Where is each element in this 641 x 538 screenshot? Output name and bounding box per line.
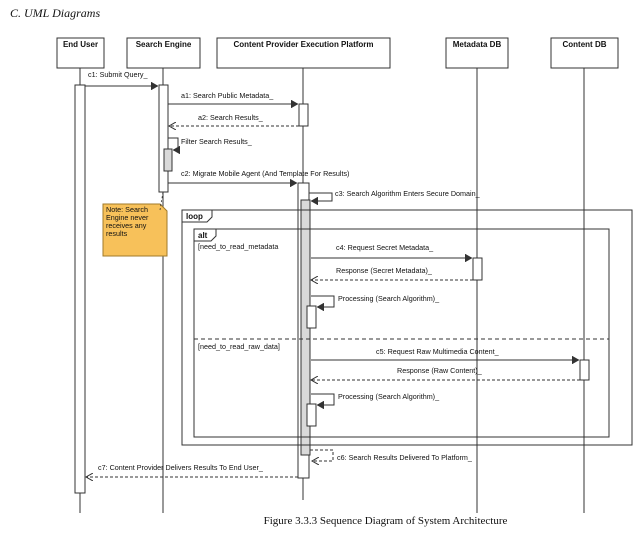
msg-c2-label: c2: Migrate Mobile Agent (And Template F… — [181, 169, 349, 178]
msg-c3-label: c3: Search Algorithm Enters Secure Domai… — [335, 189, 481, 198]
lifeline-label-end-user: End User — [63, 40, 98, 49]
msg-c7-label: c7: Content Provider Delivers Results To… — [98, 463, 264, 472]
alt-frame — [193, 228, 610, 438]
lifeline-box-metadata-db — [445, 37, 509, 69]
lifeline-label-search-engine: Search Engine — [136, 40, 192, 49]
msg-filter-arrow — [168, 137, 178, 150]
activation-metadata-db — [472, 257, 483, 281]
msg-proc1-arrow — [311, 295, 335, 307]
msg-c5-label: c5: Request Raw Multimedia Content_ — [376, 347, 500, 356]
msg-resp-raw-label: Response (Raw Content)_ — [397, 366, 483, 375]
alt-guard-metadata: [need_to_read_metadata — [198, 242, 278, 251]
lifeline-box-platform — [216, 37, 391, 69]
section-heading: C. UML Diagrams — [10, 6, 101, 20]
note-connector — [159, 191, 164, 211]
note-line-3: receives any — [106, 221, 147, 230]
note-line-4: results — [106, 229, 128, 238]
alt-guard-raw-data: [need_to_read_raw_data] — [198, 342, 280, 351]
alt-frame-tab — [193, 228, 217, 242]
loop-frame — [181, 209, 633, 446]
activation-platform-proc1 — [306, 305, 317, 329]
activation-content-db — [579, 359, 590, 381]
msg-filter-label: Filter Search Results_ — [181, 137, 253, 146]
msg-a1-label: a1: Search Public Metadata_ — [181, 91, 274, 100]
note-shape — [102, 203, 168, 257]
msg-proc2-arrow — [311, 393, 335, 405]
activation-platform-a — [298, 103, 309, 127]
msg-c6-arrow — [310, 449, 334, 461]
msg-c1-label: c1: Submit Query_ — [88, 70, 149, 79]
lifeline-label-platform: Content Provider Execution Platform — [233, 40, 373, 49]
msg-c6-label: c6: Search Results Delivered To Platform… — [337, 453, 473, 462]
msg-a2-label: a2: Search Results_ — [198, 113, 264, 122]
lifeline-label-metadata-db: Metadata DB — [453, 40, 502, 49]
loop-frame-tab — [181, 209, 213, 223]
lifeline-label-content-db: Content DB — [563, 40, 607, 49]
note-line-1: Note: Search — [106, 205, 148, 214]
msg-resp-meta-label: Response (Secret Metadata)_ — [336, 266, 433, 275]
loop-frame-label: loop — [186, 212, 203, 221]
lifeline-box-end-user — [56, 37, 105, 69]
figure-caption: Figure 3.3.3 Sequence Diagram of System … — [263, 515, 508, 527]
msg-c4-label: c4: Request Secret Metadata_ — [336, 243, 434, 252]
note-line-2: Engine never — [106, 213, 149, 222]
alt-frame-label: alt — [198, 231, 208, 240]
msg-proc1-label: Processing (Search Algorithm)_ — [338, 294, 440, 303]
msg-proc2-label: Processing (Search Algorithm)_ — [338, 392, 440, 401]
msg-c3-arrow — [309, 192, 333, 201]
activation-platform-proc2 — [306, 403, 317, 427]
activation-search-engine — [158, 84, 169, 193]
activation-end-user — [74, 84, 86, 494]
activation-search-engine-filter — [163, 148, 173, 172]
